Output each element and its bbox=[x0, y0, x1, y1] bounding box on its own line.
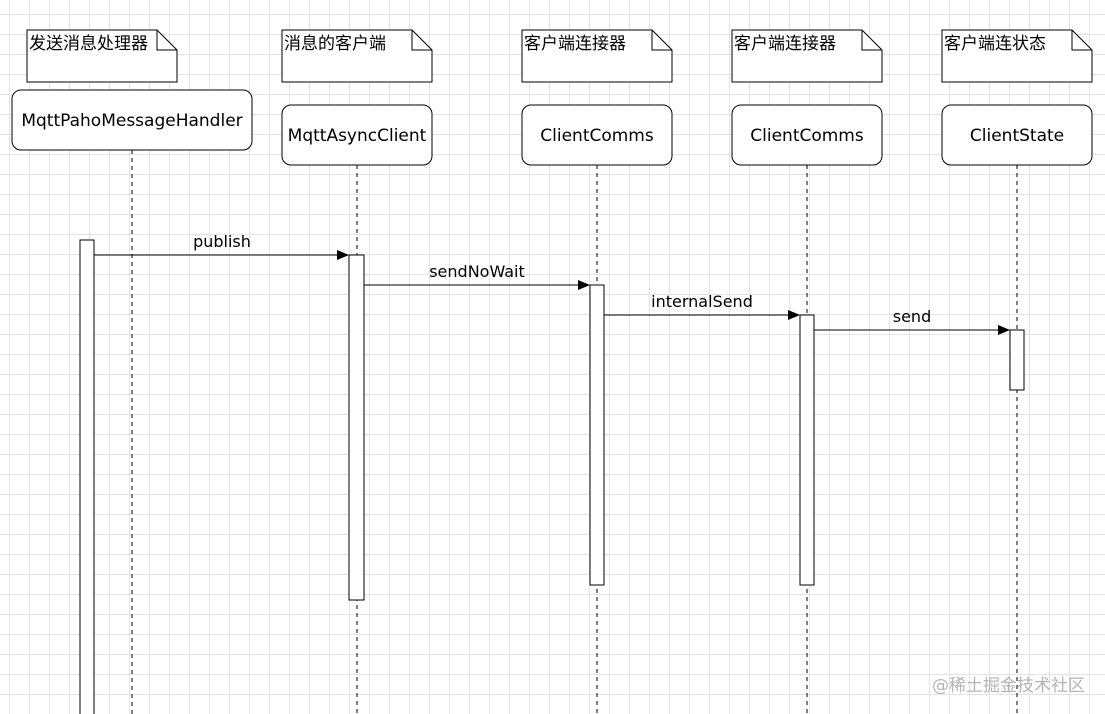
activation-bar-0 bbox=[79, 239, 95, 714]
participant-label: ClientComms bbox=[750, 126, 864, 146]
watermark: @稀土掘金技术社区 bbox=[932, 676, 1085, 696]
note-0: 发送消息处理器 bbox=[26, 29, 178, 83]
note-label: 客户端连状态 bbox=[944, 34, 1046, 54]
participant-label: MqttAsyncClient bbox=[288, 126, 427, 146]
note-label: 客户端连接器 bbox=[734, 34, 836, 54]
note-4: 客户端连状态 bbox=[941, 29, 1093, 83]
note-3: 客户端连接器 bbox=[731, 29, 883, 83]
participant-label: ClientState bbox=[970, 126, 1064, 146]
message-label: send bbox=[893, 307, 931, 326]
note-1: 消息的客户端 bbox=[281, 29, 433, 83]
message-label: internalSend bbox=[651, 292, 753, 311]
participant-1[interactable]: MqttAsyncClient bbox=[281, 104, 433, 166]
note-label: 消息的客户端 bbox=[284, 34, 386, 54]
message-sendnowait[interactable]: sendNoWait bbox=[364, 262, 590, 290]
message-label: sendNoWait bbox=[429, 262, 525, 281]
participant-4[interactable]: ClientState bbox=[941, 104, 1093, 166]
message-publish[interactable]: publish bbox=[94, 232, 349, 260]
participant-label: ClientComms bbox=[540, 126, 654, 146]
activation-bar-4 bbox=[1009, 329, 1025, 391]
participant-label: MqttPahoMessageHandler bbox=[21, 111, 242, 131]
note-2: 客户端连接器 bbox=[521, 29, 673, 83]
message-send[interactable]: send bbox=[814, 307, 1010, 335]
message-label: publish bbox=[193, 232, 251, 251]
note-label: 客户端连接器 bbox=[524, 34, 626, 54]
activation-bar-1 bbox=[348, 254, 365, 601]
participant-0[interactable]: MqttPahoMessageHandler bbox=[11, 89, 253, 151]
activation-bar-2 bbox=[589, 284, 605, 586]
activation-bar-3 bbox=[799, 314, 815, 586]
note-label: 发送消息处理器 bbox=[29, 34, 148, 54]
message-internalsend[interactable]: internalSend bbox=[604, 292, 800, 320]
participant-3[interactable]: ClientComms bbox=[731, 104, 883, 166]
participant-2[interactable]: ClientComms bbox=[521, 104, 673, 166]
